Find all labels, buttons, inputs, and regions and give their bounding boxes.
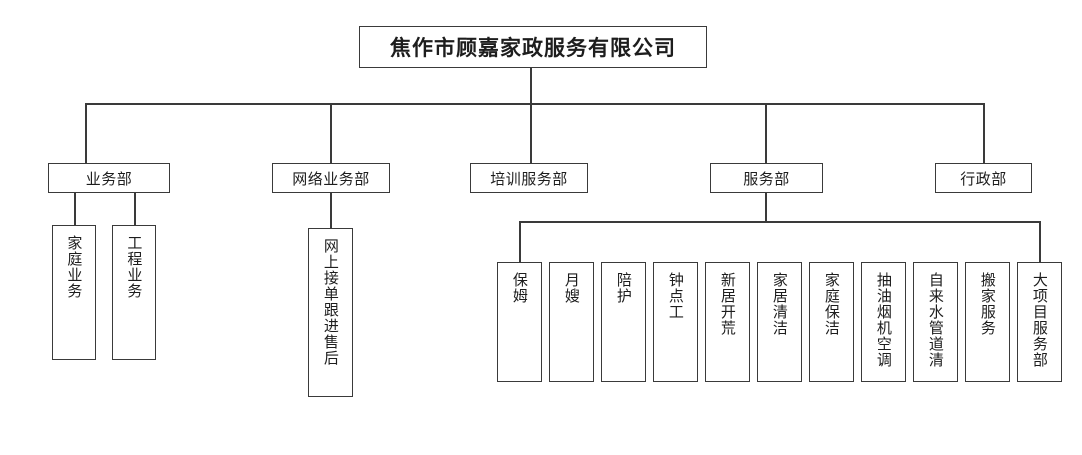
connector-service-drop-left	[519, 221, 521, 262]
leaf-label-care-attendant: 陪护	[614, 272, 633, 304]
leaf-node-range-hood-ac[interactable]: 抽油烟机空调	[861, 262, 906, 382]
leaf-node-water-pipe-cleaning[interactable]: 自来水管道清	[913, 262, 958, 382]
leaf-label-household-business: 家庭业务	[65, 235, 84, 299]
dept-node-network-business[interactable]: 网络业务部	[272, 163, 390, 193]
leaf-label-online-order-aftersales: 网上接单跟进售后	[321, 238, 340, 366]
connector-service-drop-right	[1039, 221, 1041, 262]
dept-label-training-service: 培训服务部	[490, 169, 568, 188]
leaf-label-new-home-cleanup: 新居开荒	[718, 272, 737, 336]
connector-drop-dept-2	[330, 103, 332, 163]
connector-business-child-1	[74, 192, 76, 225]
leaf-label-range-hood-ac: 抽油烟机空调	[874, 272, 893, 368]
leaf-node-home-cleaning[interactable]: 家居清洁	[757, 262, 802, 382]
leaf-node-moving-service[interactable]: 搬家服务	[965, 262, 1010, 382]
connector-business-child-2	[134, 192, 136, 225]
connector-root-stem	[530, 68, 532, 104]
leaf-node-care-attendant[interactable]: 陪护	[601, 262, 646, 382]
leaf-label-engineering-business: 工程业务	[125, 235, 144, 299]
dept-node-business[interactable]: 业务部	[48, 163, 170, 193]
connector-drop-dept-3	[530, 103, 532, 163]
leaf-label-home-cleaning: 家居清洁	[770, 272, 789, 336]
leaf-label-water-pipe-cleaning: 自来水管道清	[926, 272, 945, 368]
dept-label-network-business: 网络业务部	[292, 169, 370, 188]
leaf-node-new-home-cleanup[interactable]: 新居开荒	[705, 262, 750, 382]
dept-label-service: 服务部	[743, 169, 790, 188]
leaf-label-moving-service: 搬家服务	[978, 272, 997, 336]
leaf-label-hourly-worker: 钟点工	[666, 272, 685, 320]
root-node-company[interactable]: 焦作市顾嘉家政服务有限公司	[359, 26, 707, 68]
dept-node-training-service[interactable]: 培训服务部	[470, 163, 588, 193]
leaf-node-online-order-aftersales[interactable]: 网上接单跟进售后	[308, 228, 353, 397]
connector-service-bus	[519, 221, 1041, 223]
dept-label-administration: 行政部	[960, 169, 1007, 188]
connector-network-child-1	[330, 192, 332, 228]
connector-level1-bus	[85, 103, 985, 105]
leaf-label-nanny: 保姆	[510, 272, 529, 304]
root-node-label: 焦作市顾嘉家政服务有限公司	[390, 36, 676, 60]
leaf-label-major-project-dept: 大项目服务部	[1030, 272, 1049, 368]
dept-node-administration[interactable]: 行政部	[935, 163, 1032, 193]
dept-label-business: 业务部	[85, 169, 133, 188]
leaf-node-maternity-matron[interactable]: 月嫂	[549, 262, 594, 382]
leaf-node-household-business[interactable]: 家庭业务	[52, 225, 96, 360]
leaf-label-household-housekeeping: 家庭保洁	[822, 272, 841, 336]
leaf-node-major-project-dept[interactable]: 大项目服务部	[1017, 262, 1062, 382]
leaf-node-engineering-business[interactable]: 工程业务	[112, 225, 156, 360]
dept-node-service[interactable]: 服务部	[710, 163, 823, 193]
connector-drop-dept-5	[983, 103, 985, 163]
connector-drop-dept-1	[85, 103, 87, 163]
connector-service-stem	[765, 192, 767, 223]
leaf-label-maternity-matron: 月嫂	[562, 272, 581, 304]
leaf-node-hourly-worker[interactable]: 钟点工	[653, 262, 698, 382]
leaf-node-household-housekeeping[interactable]: 家庭保洁	[809, 262, 854, 382]
leaf-node-nanny[interactable]: 保姆	[497, 262, 542, 382]
connector-drop-dept-4	[765, 103, 767, 163]
